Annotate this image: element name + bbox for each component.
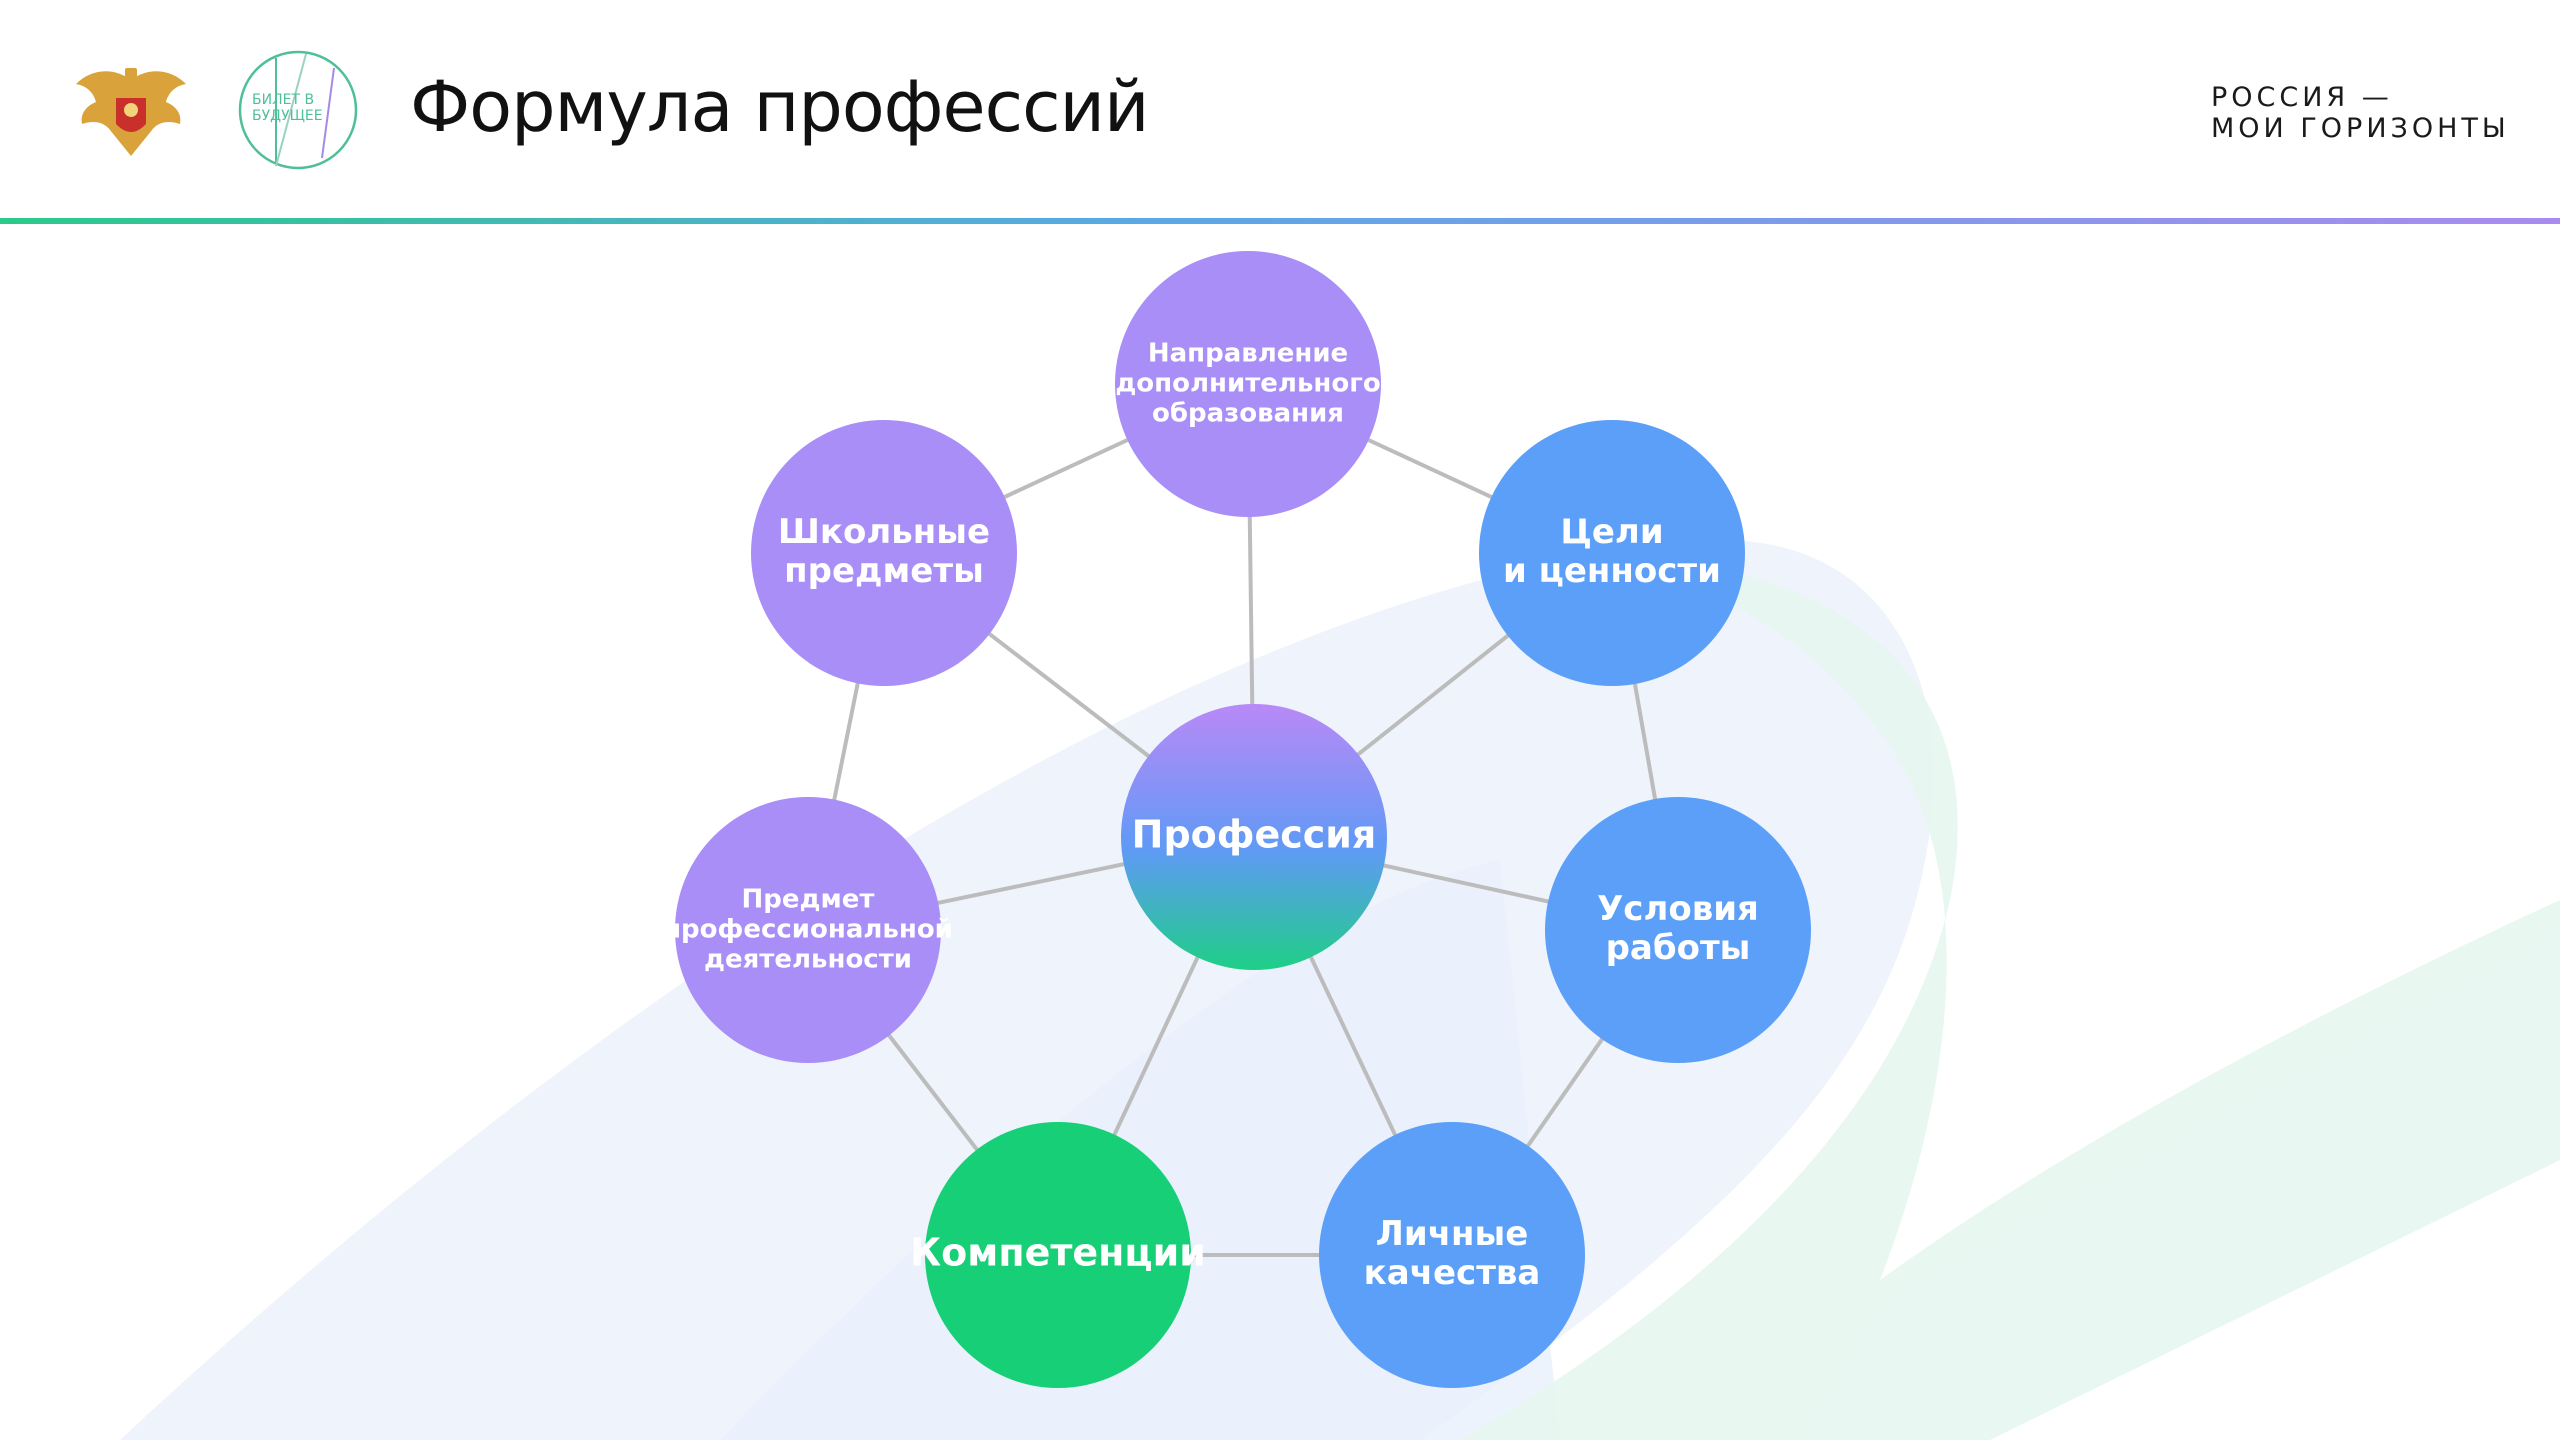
node-personal-label: Личные — [1376, 1214, 1529, 1254]
node-dop-label: дополнительного — [1115, 369, 1380, 399]
page-title: Формула профессий — [410, 66, 1150, 148]
node-dop-label: образования — [1152, 398, 1344, 428]
node-school-circle — [751, 420, 1017, 686]
node-dop-label: Направление — [1148, 339, 1348, 369]
node-school-label: Школьные — [778, 512, 990, 552]
node-dop-circle — [1115, 251, 1381, 517]
node-center-profession-label: Профессия — [1132, 813, 1377, 857]
node-subject-label: Предмет — [742, 885, 875, 915]
brand-line-1: РОССИЯ — — [2211, 82, 2393, 113]
node-conditions-label: работы — [1606, 928, 1751, 968]
node-center-profession-circle — [1121, 704, 1387, 970]
node-competencies: Компетенции — [910, 1122, 1206, 1388]
node-subject-label: профессиональной — [663, 915, 953, 945]
node-competencies-circle — [925, 1122, 1191, 1388]
node-competencies-label: Компетенции — [910, 1231, 1206, 1275]
node-goals-circle — [1479, 420, 1745, 686]
header: БИЛЕТ В БУДУЩЕЕ Формула профессий РОССИЯ… — [0, 0, 2560, 230]
node-conditions-circle — [1545, 797, 1811, 1063]
node-subject-circle — [675, 797, 941, 1063]
node-subject-label: деятельности — [704, 944, 912, 974]
node-school-label: предметы — [784, 551, 984, 591]
diagram-nodes: НаправлениедополнительногообразованияШко… — [663, 251, 1811, 1388]
header-divider — [0, 218, 2560, 224]
emblem-icon — [76, 68, 186, 156]
svg-text:БИЛЕТ В: БИЛЕТ В — [252, 92, 314, 108]
brand-line-2: МОИ ГОРИЗОНТЫ — [2211, 113, 2510, 144]
svg-text:БУДУЩЕЕ: БУДУЩЕЕ — [252, 108, 323, 124]
node-goals-label: и ценности — [1503, 551, 1721, 591]
node-conditions-label: Условия — [1597, 889, 1759, 929]
brand-wordmark: РОССИЯ — МОИ ГОРИЗОНТЫ — [2211, 82, 2510, 144]
node-goals-label: Цели — [1560, 512, 1663, 552]
node-center-profession: Профессия — [1121, 704, 1387, 970]
ticket-to-future-logo: БИЛЕТ В БУДУЩЕЕ — [238, 50, 358, 170]
node-personal-label: качества — [1364, 1253, 1541, 1293]
node-personal-circle — [1319, 1122, 1585, 1388]
